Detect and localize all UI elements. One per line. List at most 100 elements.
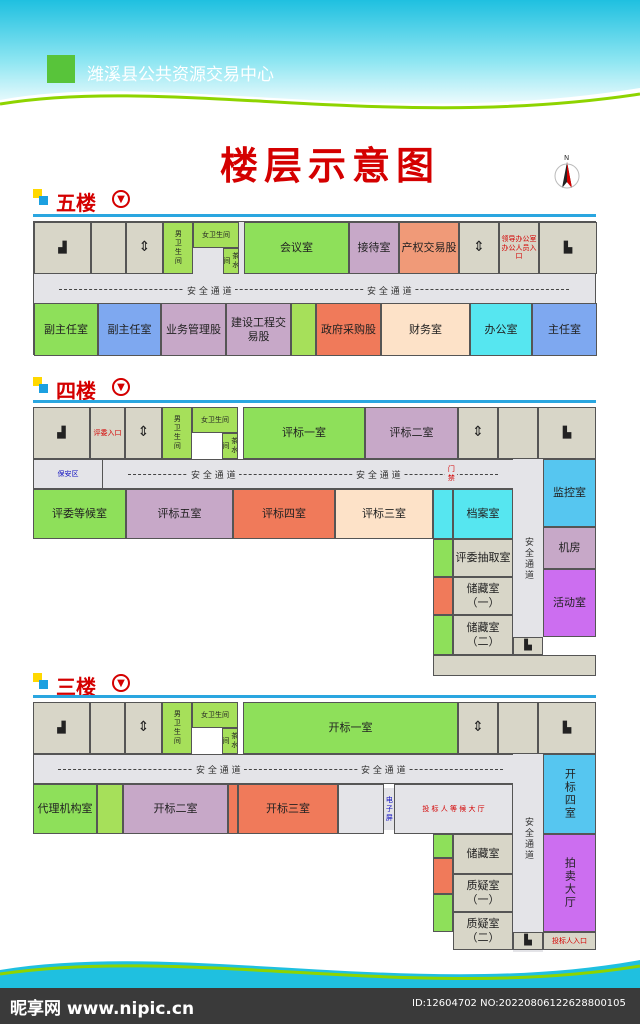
logo-square [47,55,75,83]
corridor-green [433,489,453,539]
vice-director-room: 副主任室 [34,303,98,356]
gov-procurement-room: 政府采购股 [316,303,381,356]
bid-open-room-2: 开标二室 [123,784,228,834]
corner-salmon [433,577,453,615]
bullet-square [39,196,48,205]
bid-open-room-1: 开标一室 [243,702,458,754]
chevron-down-icon[interactable]: ▼ [112,378,130,396]
stairs-icon: ▟ [33,407,90,459]
stairs-icon: ▟ [33,702,90,754]
corner-green [433,834,453,858]
stairs-icon: ▙ [539,222,597,274]
base-strip [433,655,596,676]
judge-waiting-room: 评委等候室 [33,489,126,539]
corner-green [433,894,453,932]
construction-room: 建设工程交易股 [226,303,291,356]
hall-label: 安 全 通 道 [358,763,409,776]
director-room: 主任室 [532,303,597,356]
closet [498,702,538,754]
org-name: 潍溪县公共资源交易中心 [87,65,274,85]
staff-entry-label: 办公人员入口 [501,243,537,261]
stairs-icon: ▙ [513,932,543,950]
judge-entry: 评委入口 [90,407,125,459]
finance-room: 财务室 [381,303,470,356]
bullet-square [39,680,48,689]
hall-label-vertical: 安全通道 [523,817,533,861]
closet [498,407,538,459]
corner-green [433,539,453,577]
floor5-divider [33,214,596,217]
access-door: 门禁 [445,461,457,487]
storage-room: 储藏室 [453,834,513,874]
spacer [228,784,238,834]
hall-label: 安 全 通 道 [353,468,404,481]
corridor-vertical [513,754,543,952]
elevator-icon: ⇕ [125,407,162,459]
closet [90,702,125,754]
stairs-icon: ▙ [538,702,596,754]
office-room: 办公室 [470,303,532,356]
spacer [97,784,123,834]
bidder-lobby: 投 标 人 等 候 大 厅 [394,784,513,834]
male-restroom: 男卫生间 [163,222,193,274]
business-room: 业务管理股 [161,303,226,356]
elevator-icon: ⇕ [459,222,499,274]
vip-label: 领导办公室 [501,234,537,243]
hall-label: 安 全 通 道 [364,284,415,297]
tea-room: 茶水间 [222,433,238,459]
elevator-icon: ⇕ [458,702,498,754]
hall-dash [58,769,503,770]
elevator-icon: ⇕ [126,222,163,274]
female-restroom: 女卫生间 [192,702,238,728]
bullet-square [33,673,42,682]
bid-open-room-4: 开标四室 [543,754,596,834]
stairs-icon: ▟ [34,222,91,274]
header-wave [0,88,640,130]
floor5-title: 五楼 [56,191,96,215]
eval-room-3: 评标三室 [335,489,433,539]
watermark-text: 昵享网 www.nipic.cn [10,999,195,1019]
meeting-room: 会议室 [244,222,349,274]
bidder-entry: 投标人入口 [543,932,596,950]
vice-director-room: 副主任室 [98,303,161,356]
bullet-square [33,377,42,386]
reception-room: 接待室 [349,222,399,274]
compass-label: N [564,154,569,162]
archive-room: 档案室 [453,489,513,539]
male-restroom: 男卫生间 [162,407,192,459]
eval-room-1: 评标一室 [243,407,365,459]
hall-label: 安 全 通 道 [193,763,244,776]
male-restroom: 男卫生间 [162,702,192,754]
page-title: 楼层示意图 [220,144,441,188]
floor5-plan: ▟ ⇕ 男卫生间 女卫生间 茶水间 会议室 接待室 产权交易股 ⇕ 领导办公室 … [33,221,597,356]
corner-green [433,615,453,655]
stairs-icon: ▙ [538,407,596,459]
compass-icon: N [554,154,580,189]
female-restroom: 女卫生间 [192,407,238,433]
floor4-title: 四楼 [56,379,96,403]
machine-room: 机房 [543,527,596,569]
hall-dash [128,474,498,475]
storage-room-2: 储藏室（二） [453,615,513,655]
activity-room: 活动室 [543,569,596,637]
closet [91,222,126,274]
eval-room-4: 评标四室 [233,489,335,539]
chevron-down-icon[interactable]: ▼ [112,190,130,208]
chevron-down-icon[interactable]: ▼ [112,674,130,692]
elevator-icon: ⇕ [125,702,162,754]
security-area: 保安区 [33,459,103,489]
female-restroom: 女卫生间 [193,222,239,248]
bullet-square [39,384,48,393]
hall-label: 安 全 通 道 [184,284,235,297]
property-room: 产权交易股 [399,222,459,274]
bid-open-room-3: 开标三室 [238,784,338,834]
elevator-icon: ⇕ [458,407,498,459]
eval-room-5: 评标五室 [126,489,233,539]
floor3-plan: ▟ ⇕ 男卫生间 女卫生间 茶水间 开标一室 ⇕ ▙ 安 全 通 道 安 全 通… [33,702,596,952]
agency-room: 代理机构室 [33,784,97,834]
spacer [338,784,384,834]
floor4-plan: ▟ 评委入口 ⇕ 男卫生间 女卫生间 茶水间 评标一室 评标二室 ⇕ ▙ 保安区… [33,407,596,676]
stairs-icon: ▙ [513,637,543,655]
hall-dash [59,289,569,290]
corner-salmon [433,858,453,894]
